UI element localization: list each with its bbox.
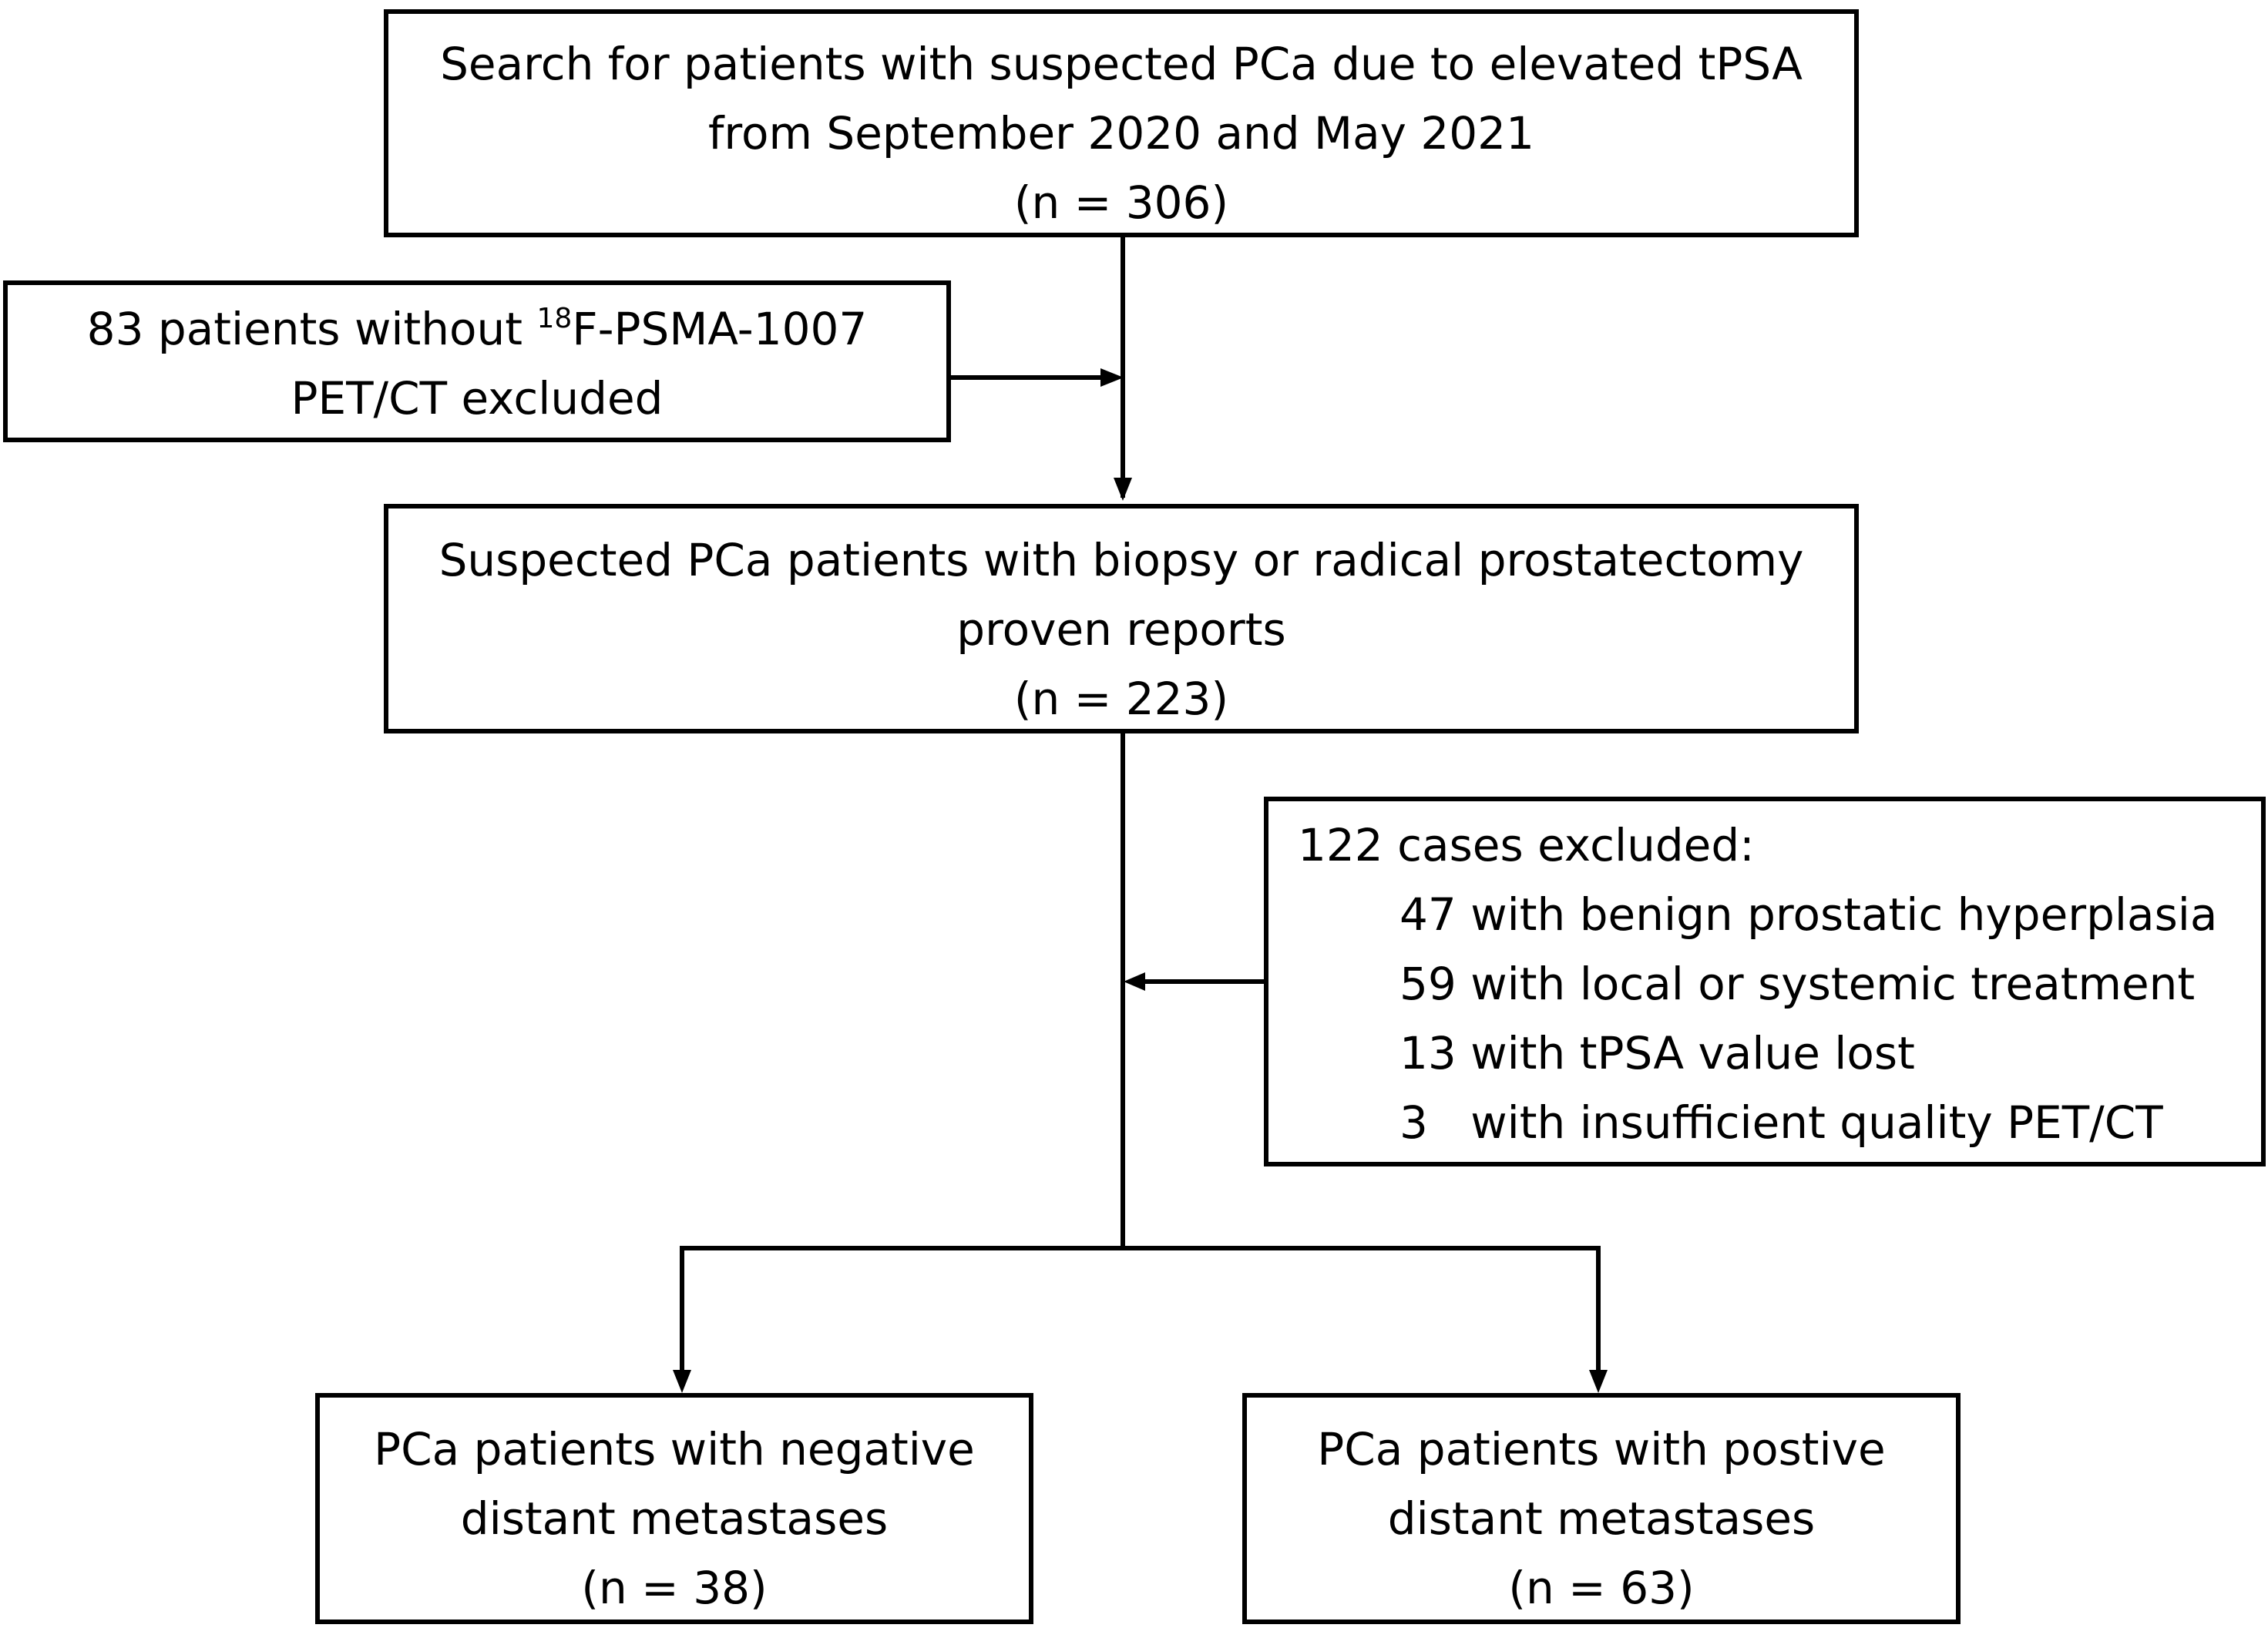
search-count: (n = 306) bbox=[1013, 176, 1229, 229]
arrowhead-excluded-cases bbox=[1124, 972, 1145, 991]
suspected-count: (n = 223) bbox=[1013, 673, 1229, 725]
excluded-psma-line1: 83 patients without 18F-PSMA-1007 bbox=[8, 294, 946, 364]
excluded-cases-item-2: 59 with local or systemic treatment bbox=[1399, 958, 2196, 1010]
arrowhead-excluded-psma bbox=[1100, 368, 1124, 387]
excluded-cases-header: 122 cases excluded: bbox=[1298, 819, 1755, 871]
box-positive: PCa patients with postive distant metast… bbox=[1242, 1393, 1961, 1624]
positive-line2: distant metastases bbox=[1387, 1492, 1816, 1545]
suspected-line1: Suspected PCa patients with biopsy or ra… bbox=[438, 534, 1804, 586]
excluded-cases-item-4: 3 with insufficient quality PET/CT bbox=[1399, 1096, 2163, 1149]
suspected-line2: proven reports bbox=[956, 603, 1286, 656]
excluded-cases-item-3: 13 with tPSA value lost bbox=[1399, 1027, 1915, 1079]
positive-count: (n = 63) bbox=[1508, 1562, 1695, 1614]
negative-line2: distant metastases bbox=[460, 1492, 889, 1545]
negative-line1: PCa patients with negative bbox=[374, 1423, 975, 1475]
box-search: Search for patients with suspected PCa d… bbox=[384, 9, 1859, 237]
excluded-psma-line1-sup: 18 bbox=[536, 303, 573, 334]
arrowhead-suspected bbox=[1114, 478, 1132, 501]
search-line1: Search for patients with suspected PCa d… bbox=[440, 38, 1803, 90]
box-suspected: Suspected PCa patients with biopsy or ra… bbox=[384, 504, 1859, 733]
excluded-psma-line2: PET/CT excluded bbox=[291, 372, 664, 425]
excluded-psma-line1-post: F-PSMA-1007 bbox=[572, 303, 868, 355]
excluded-psma-line1-pre: 83 patients without bbox=[86, 303, 537, 355]
excluded-cases-item-1: 47 with benign prostatic hyperplasia bbox=[1399, 888, 2218, 941]
arrowhead-positive bbox=[1589, 1370, 1608, 1393]
search-line2: from September 2020 and May 2021 bbox=[708, 107, 1534, 159]
box-excluded-cases: 122 cases excluded: 47 with benign prost… bbox=[1264, 797, 2266, 1166]
box-negative: PCa patients with negative distant metas… bbox=[315, 1393, 1033, 1624]
arrowhead-negative bbox=[673, 1370, 691, 1393]
positive-line1: PCa patients with postive bbox=[1317, 1423, 1886, 1475]
box-excluded-psma: 83 patients without 18F-PSMA-1007 PET/CT… bbox=[3, 280, 951, 442]
negative-count: (n = 38) bbox=[581, 1562, 768, 1614]
